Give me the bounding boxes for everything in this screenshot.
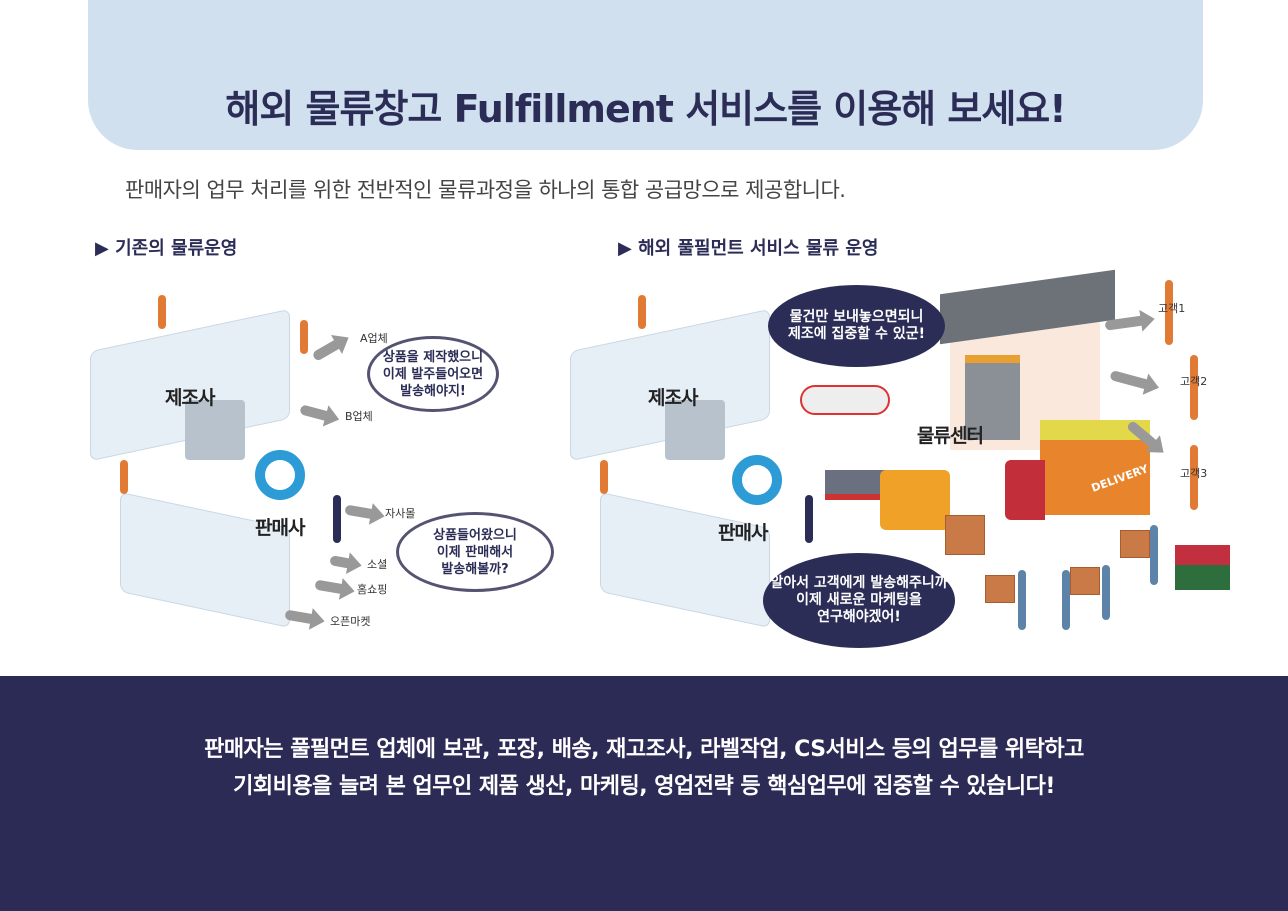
worker-figure: [1102, 565, 1110, 620]
businessman-figure: [805, 495, 813, 543]
customer-label: 고객3: [1180, 467, 1208, 480]
speech-bubble: 상품들어왔으니 이제 판매해서 발송해볼까?: [396, 512, 554, 592]
office-platform: [600, 491, 770, 629]
right-manufacturer-label: 제조사: [648, 387, 698, 409]
footer-line-2: 기회비용을 늘려 본 업무인 제품 생산, 마케팅, 영업전략 등 핵심업무에 …: [233, 774, 1055, 799]
worker-figure: [120, 460, 128, 494]
arrow-icon: [1109, 369, 1151, 391]
target-label: A업체: [360, 332, 388, 345]
arrow-icon: [311, 338, 343, 362]
delivery-truck: [1040, 420, 1150, 515]
customer-label: 고객2: [1180, 375, 1208, 388]
left-manufacturer-label: 제조사: [165, 387, 215, 409]
box-icon: [1120, 530, 1150, 558]
left-seller-label: 판매사: [255, 517, 305, 539]
target-label: 소셜: [367, 558, 388, 571]
customer-figure: [1165, 280, 1173, 345]
worker-figure: [1018, 570, 1026, 630]
page-subtitle: 판매자의 업무 처리를 위한 전반적인 물류과정을 하나의 통합 공급망으로 제…: [125, 178, 846, 202]
warehouse-door: [965, 355, 1020, 440]
chart-illustration: [255, 450, 305, 500]
arrow-icon: [329, 555, 353, 569]
box-icon: [945, 515, 985, 555]
header-banner: [88, 0, 1203, 150]
truck-cab: [1005, 460, 1045, 520]
customer-figure: [1190, 355, 1198, 420]
target-label: 오픈마켓: [330, 615, 371, 628]
speech-bubble: 물건만 보내놓으면되니 제조에 집중할 수 있군!: [768, 285, 945, 367]
arrow-icon: [314, 579, 346, 595]
speech-bubble: 상품을 제작했으니 이제 발주들어오면 발송해야지!: [367, 336, 499, 412]
page-title: 해외 물류창고 Fulfillment 서비스를 이용해 보세요!: [225, 87, 1066, 131]
box-icon: [985, 575, 1015, 603]
right-seller-label: 판매사: [718, 522, 768, 544]
speech-bubble: 알아서 고객에게 발송해주니까 이제 새로운 마케팅을 연구해야겠어!: [763, 553, 955, 648]
right-section-heading: ▶ 해외 풀필먼트 서비스 물류 운영: [618, 238, 879, 259]
arrow-icon: [344, 504, 376, 520]
worker-figure: [1150, 525, 1158, 585]
worker-figure: [638, 295, 646, 329]
airplane-icon: [800, 385, 890, 415]
box-icon: [1070, 567, 1100, 595]
logistics-center-label: 물류센터: [917, 425, 984, 447]
customer-label: 고객1: [1158, 302, 1186, 315]
worker-figure: [300, 320, 308, 354]
chart-illustration: [732, 455, 782, 505]
target-label: 홈쇼핑: [357, 583, 388, 596]
left-section-heading: ▶ 기존의 물류운영: [95, 238, 238, 259]
forklift-illustration: [880, 470, 950, 530]
footer-band: [0, 676, 1288, 911]
customer-figure: [1190, 445, 1198, 510]
target-label: B업체: [345, 410, 373, 423]
arrow-icon: [299, 404, 331, 422]
machine-illustration: [185, 400, 245, 460]
worker-figure: [1062, 570, 1070, 630]
worker-figure: [600, 460, 608, 494]
machine-illustration: [665, 400, 725, 460]
container-icon: [1175, 545, 1230, 590]
worker-figure: [158, 295, 166, 329]
footer-line-1: 판매자는 풀필먼트 업체에 보관, 포장, 배송, 재고조사, 라벨작업, CS…: [204, 737, 1084, 762]
businessman-figure: [333, 495, 341, 543]
target-label: 자사몰: [385, 507, 416, 520]
